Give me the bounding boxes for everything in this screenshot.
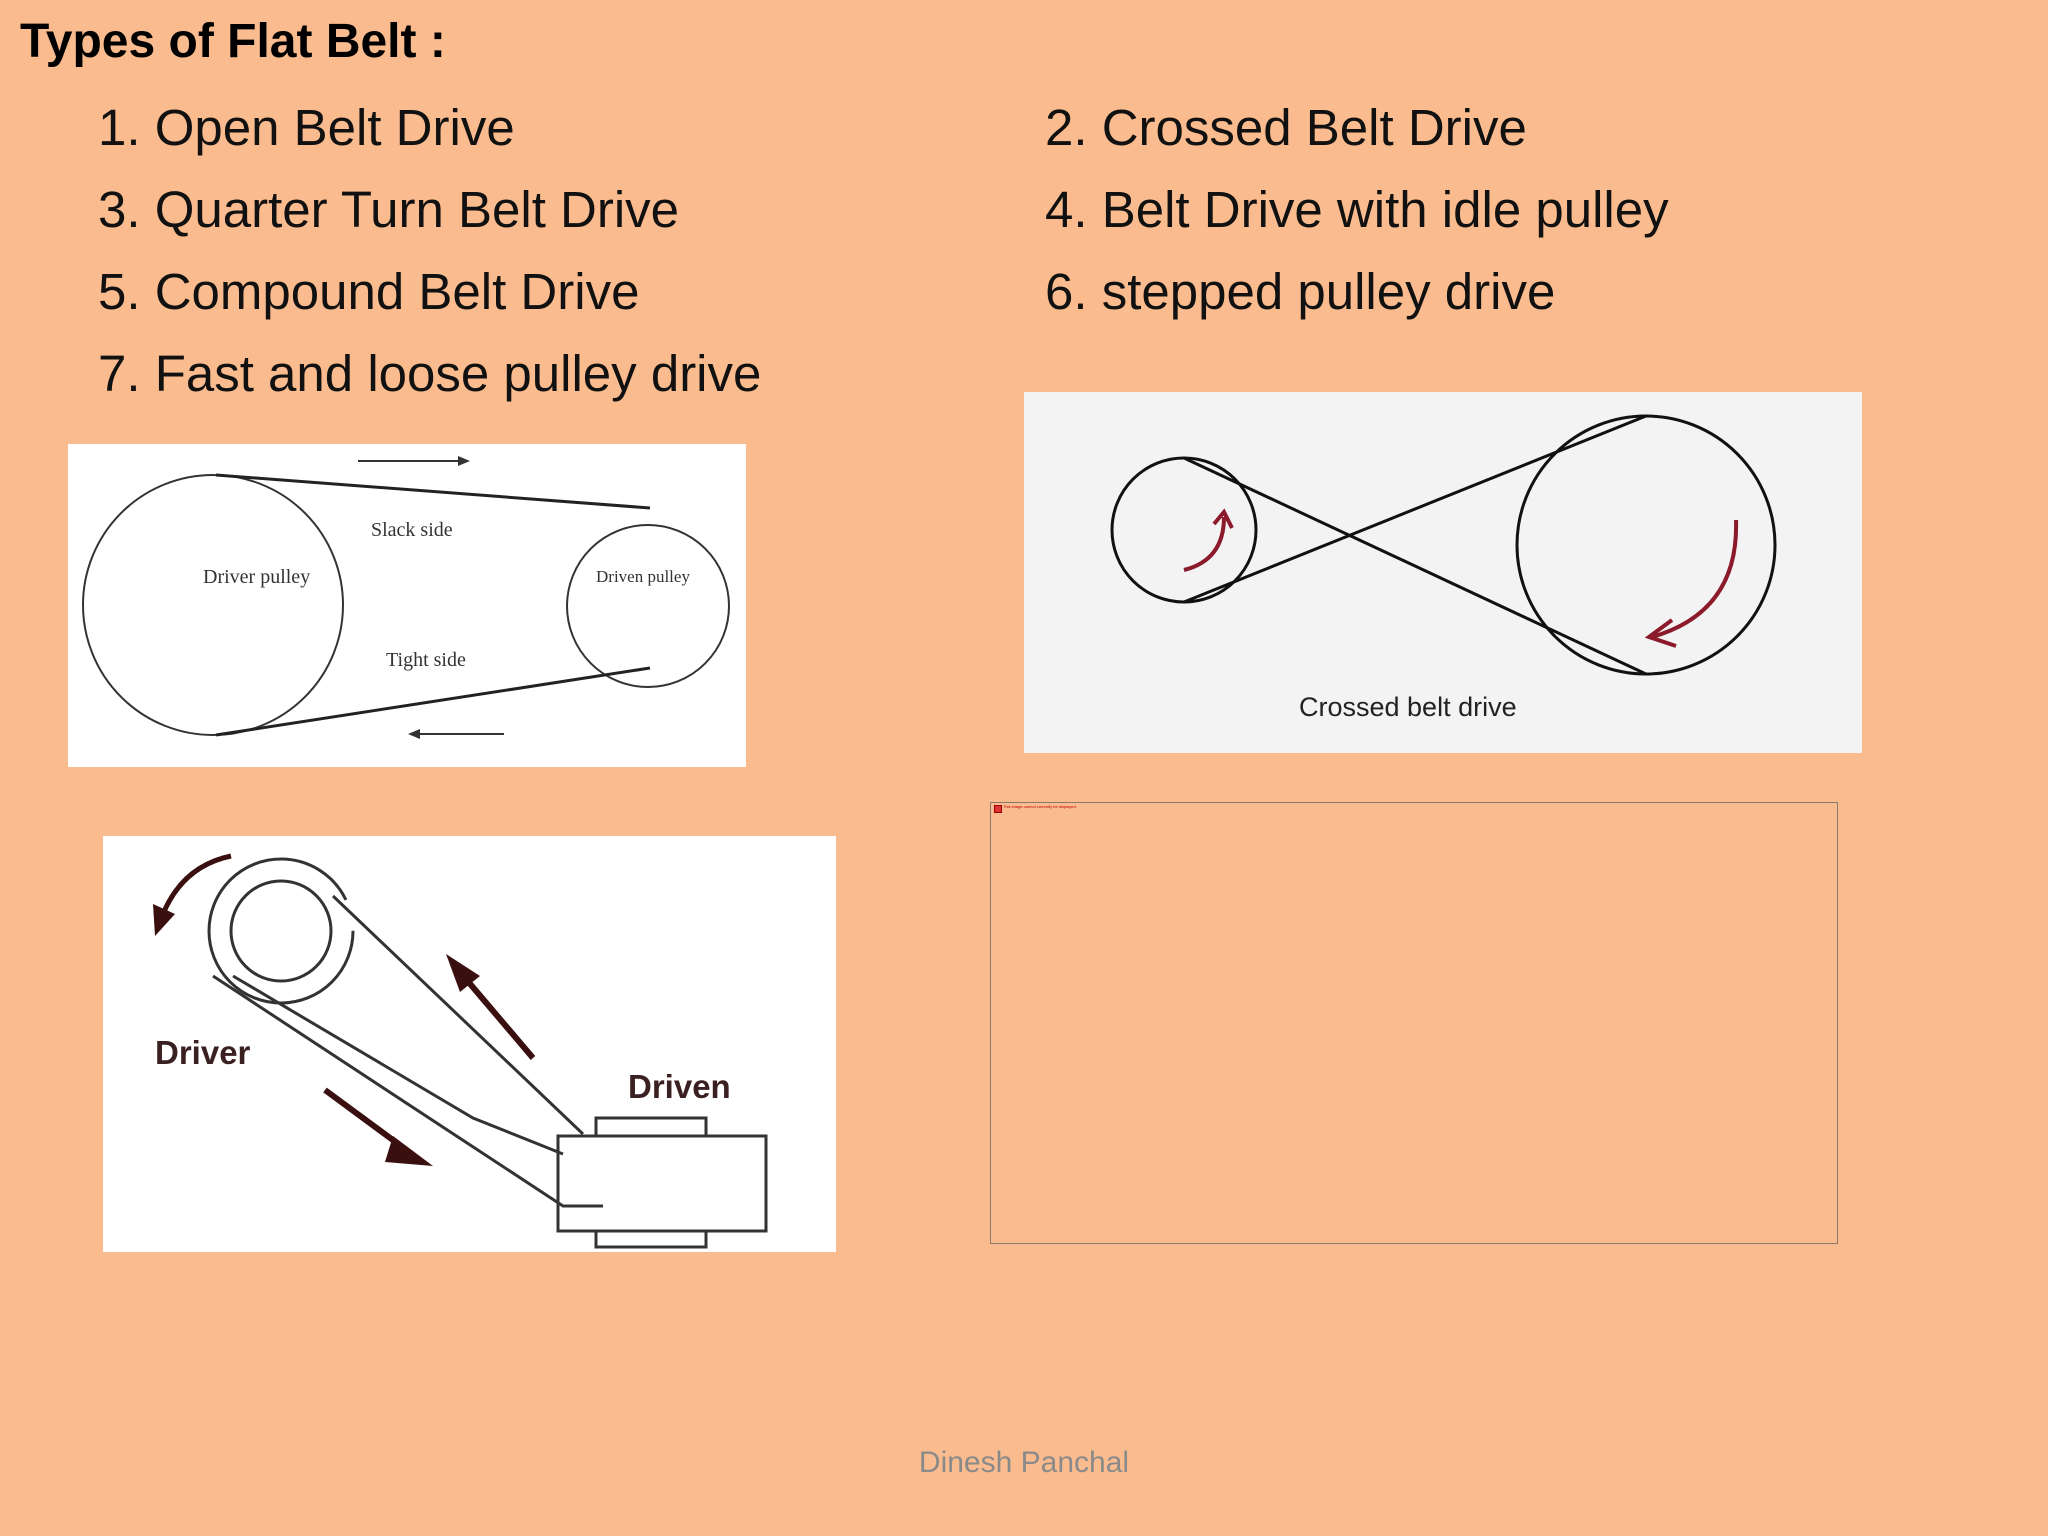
large-arrow-head [1644,618,1677,648]
upward-arrow-head [446,954,480,992]
quarter-turn-belt-figure: Driver Driven [103,836,836,1252]
list-item-quarter-turn: 3. Quarter Turn Belt Drive [98,181,680,238]
list-item-compound: 5. Compound Belt Drive [98,263,640,320]
driven-pulley-bottom-flange [594,1229,708,1249]
driver-pulley-circle [82,474,344,736]
broken-image-icon [994,805,1002,813]
list-item-stepped: 6. stepped pulley drive [1045,263,1556,320]
driver-rotation-arrow [160,853,232,915]
driven-pulley-body [556,1134,768,1233]
quarter-turn-belt-lower [212,974,603,1208]
rotation-arrow-head [153,904,175,936]
open-belt-diagram: Driver pulley Driven pulley Slack side T… [82,456,730,739]
list-item-idle-pulley: 4. Belt Drive with idle pulley [1045,181,1669,238]
driven-label: Driven [628,1068,731,1105]
crossed-belt-line-a [1183,456,1647,676]
driven-pulley-label: Driven pulley [596,567,690,586]
driver-label: Driver [155,1034,251,1071]
small-arrow-head [1212,508,1234,529]
crossed-belt-drive-figure: Crossed belt drive [1024,392,1862,753]
slack-side-belt [215,473,651,510]
missing-image-placeholder: This image cannot currently be displayed… [990,802,1838,1244]
top-arrow-head [458,456,470,466]
quarter-turn-diagram: Driver Driven [153,853,768,1249]
driven-pulley-circle [566,524,730,688]
downward-arrow-head [385,1136,433,1166]
missing-image-message: This image cannot currently be displayed… [1003,804,1077,809]
quarter-turn-belt-upper [232,894,585,1156]
tight-side-label: Tight side [386,649,466,671]
small-pulley-rotation-arrow [1183,516,1226,572]
crossed-belt-caption: Crossed belt drive [1299,692,1517,722]
list-item-open-belt: 1. Open Belt Drive [98,99,515,156]
crossed-belt-diagram: Crossed belt drive [1110,414,1777,722]
downward-direction-arrow [323,1087,403,1149]
tight-side-belt [215,666,651,737]
bottom-arrow-head [408,729,420,739]
list-item-crossed-belt: 2. Crossed Belt Drive [1045,99,1527,156]
driven-pulley-top-flange [594,1116,708,1138]
open-belt-drive-figure: Driver pulley Driven pulley Slack side T… [68,444,746,767]
slide-footer: Dinesh Panchal [918,1446,1130,1479]
upward-direction-arrow [457,970,536,1060]
slack-side-label: Slack side [371,519,453,541]
slide-title: Types of Flat Belt : [20,15,446,68]
crossed-belt-line-b [1183,414,1647,604]
driver-pulley-circle [229,879,333,983]
large-pulley-rotation-arrow [1651,519,1739,639]
list-item-fast-loose: 7. Fast and loose pulley drive [98,345,762,402]
driver-pulley-label: Driver pulley [203,566,310,588]
